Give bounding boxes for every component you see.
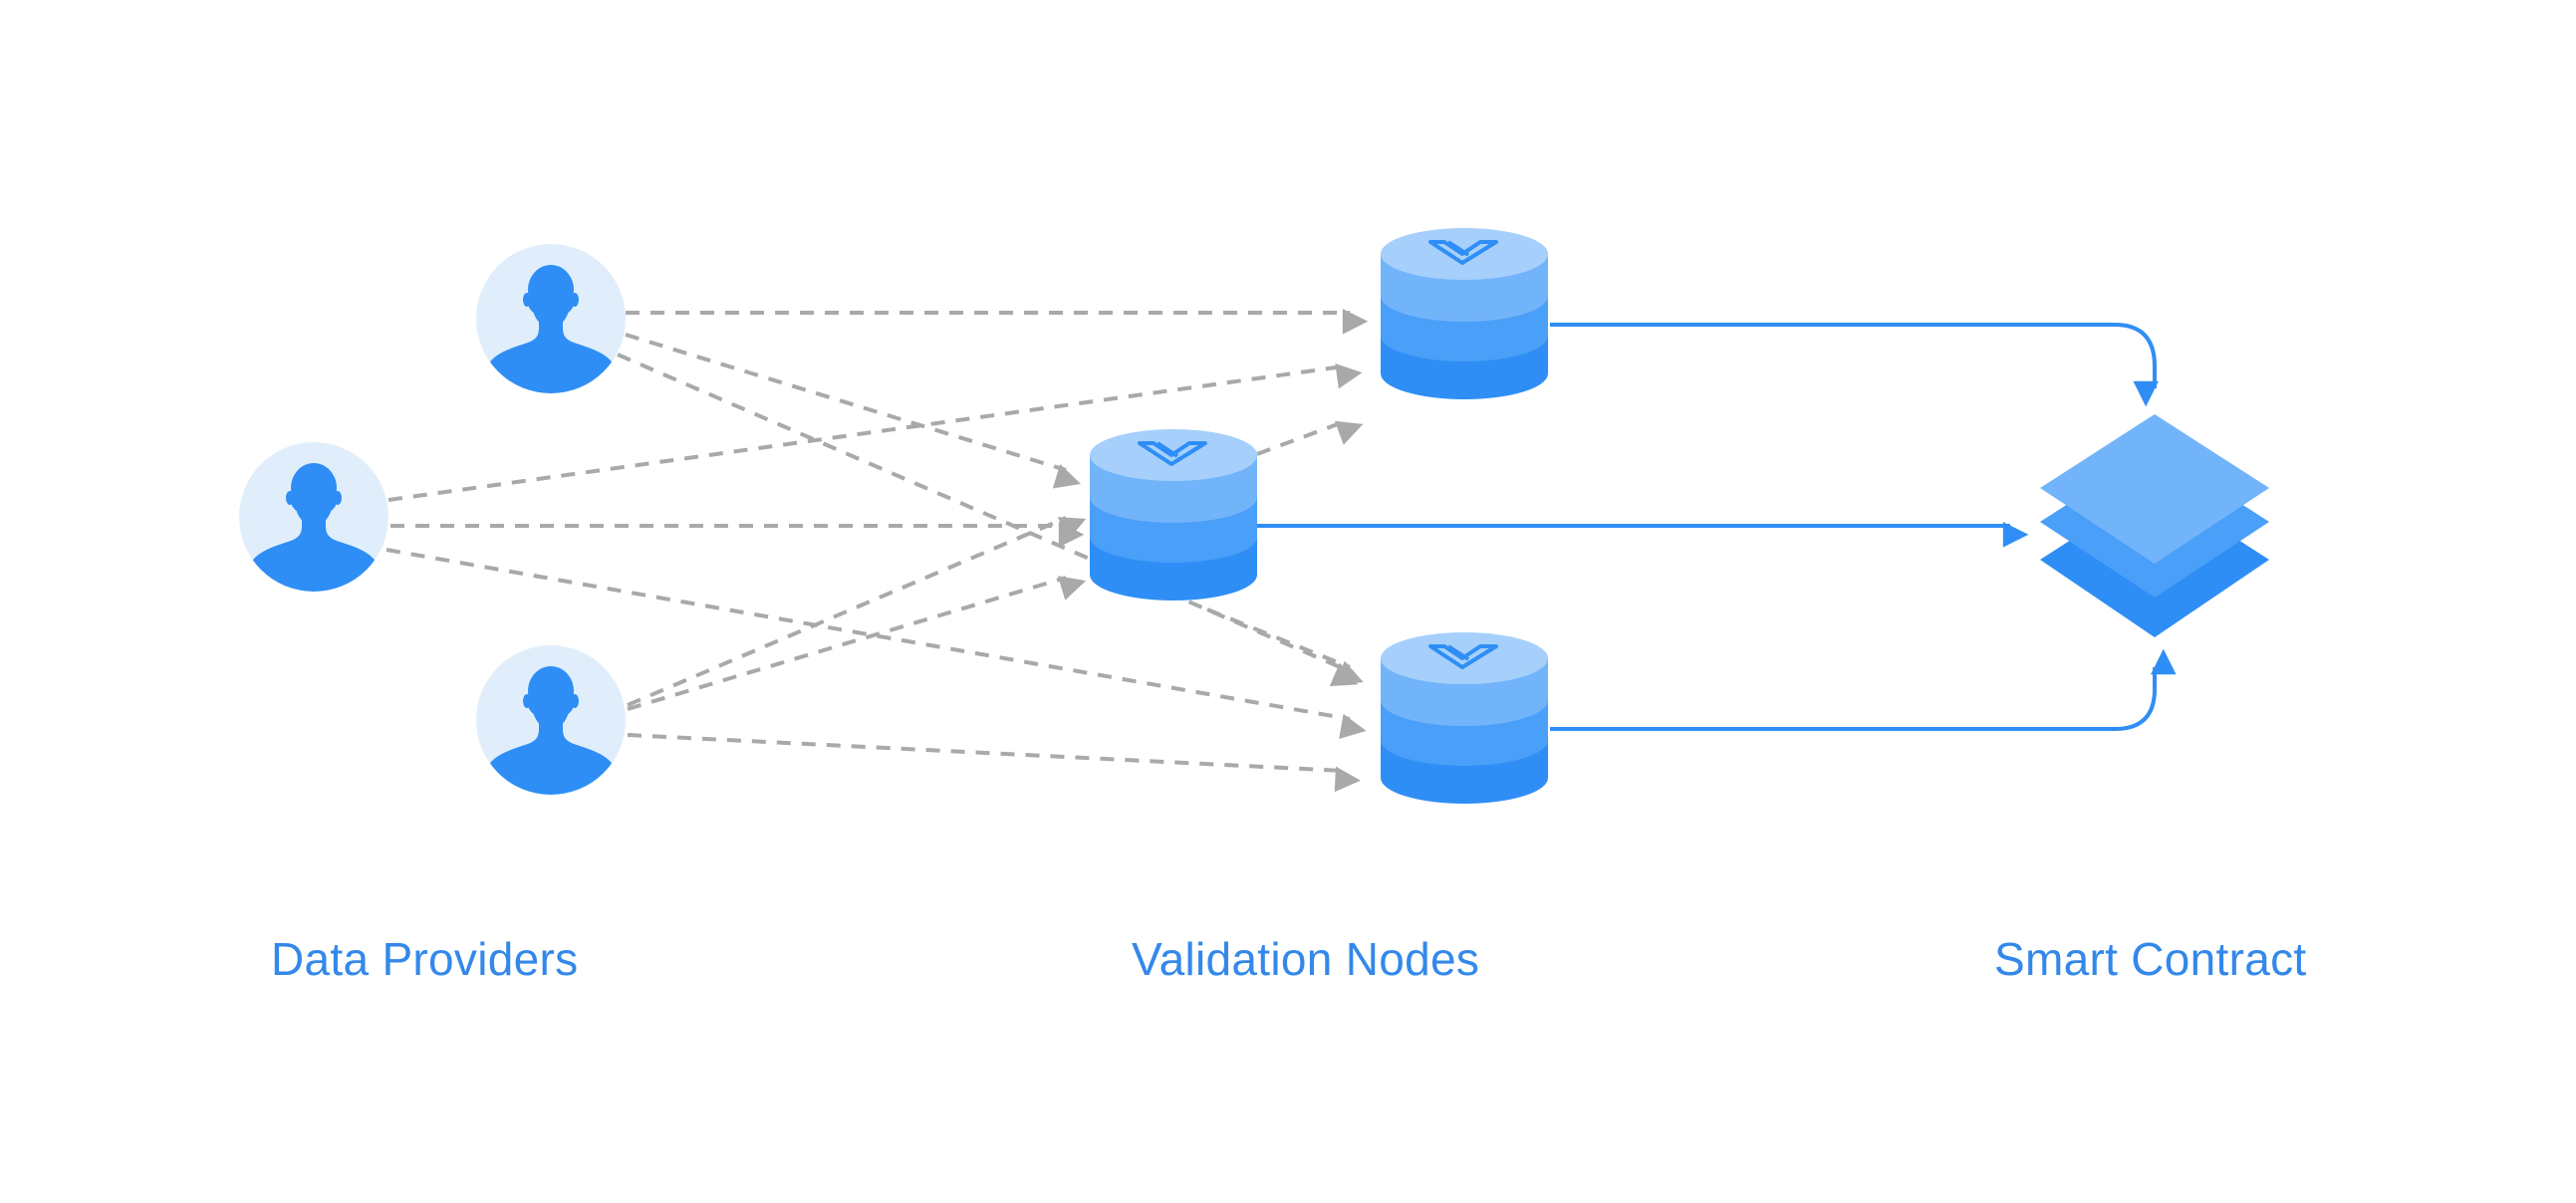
edges-layer (386, 309, 2177, 793)
data-providers-label: Data Providers (271, 933, 579, 985)
provider-top-person-icon (476, 244, 626, 403)
edge-validator-middle-validator-bottom (1206, 607, 1364, 685)
edge-validator-middle-validator-top (1256, 420, 1364, 456)
edge-validator-bottom-contract (1550, 648, 2177, 731)
edge-provider-bottom-validator-top (627, 516, 1087, 707)
provider-bottom-person-icon (476, 645, 626, 805)
smart-contract-layers-icon (2040, 414, 2269, 637)
validator-top-database-icon (1379, 226, 1550, 401)
contract-layer-top (2040, 414, 2269, 564)
edge-validator-top-contract (1550, 323, 2159, 407)
edge-provider-top-validator-bottom (617, 353, 1359, 686)
edge-provider-bottom-validator-bottom (627, 733, 1361, 793)
edge-provider-top-validator-middle (625, 333, 1081, 489)
validation-nodes-label: Validation Nodes (1132, 933, 1480, 985)
smart-contract-label: Smart Contract (1994, 933, 2307, 985)
edge-provider-middle-validator-top (387, 363, 1363, 502)
edge-provider-middle-validator-bottom (386, 548, 1367, 740)
validator-middle-database-icon (1088, 427, 1259, 602)
edge-provider-bottom-validator-middle (627, 576, 1087, 711)
validator-bottom-database-icon (1379, 630, 1550, 806)
provider-middle-person-icon (239, 442, 388, 602)
